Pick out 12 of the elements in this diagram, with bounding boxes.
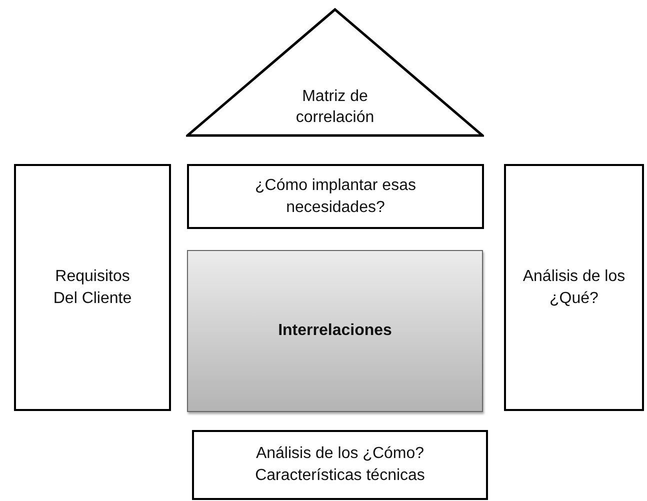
triangle-shape [186, 8, 484, 137]
node-label: Matriz de correlación [294, 86, 376, 128]
process-box [187, 250, 483, 412]
node-label: Análisis de los ¿Cómo? Características técnicas [254, 444, 426, 486]
node-label: Interrelaciones [278, 321, 392, 342]
node-label: Análisis de los ¿Qué? [522, 266, 626, 308]
process-box [504, 164, 644, 411]
process-box [187, 164, 484, 229]
process-box [14, 164, 171, 411]
process-box [192, 430, 488, 500]
node-label: Requisitos Del Cliente [52, 266, 132, 308]
node-label: ¿Cómo implantar esas necesidades? [254, 176, 417, 218]
